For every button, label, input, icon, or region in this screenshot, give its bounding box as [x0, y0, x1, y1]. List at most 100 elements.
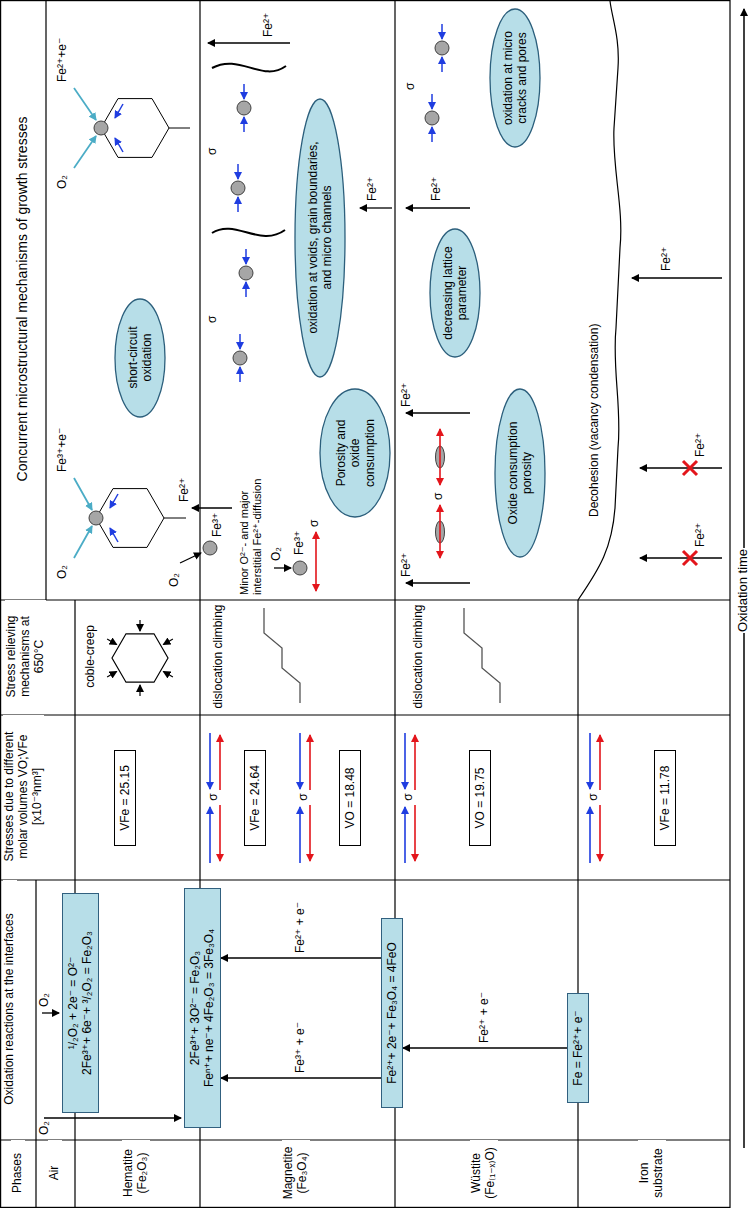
figure-label: Fe²⁺: [400, 552, 414, 578]
figure-label: Fe²⁺: [262, 12, 276, 38]
oxygen-path-arrow: [74, 88, 96, 120]
tensile-stress-arrow: [414, 805, 416, 861]
figure-label: Fe³⁺: [211, 512, 225, 538]
compressive-stress-arrow: [209, 807, 211, 863]
figure-label: dislocation climbing: [212, 602, 226, 711]
stress-arrow: [243, 117, 245, 132]
figure-label: Wüstite (Fe₍₁₋ₓ₎O): [470, 1140, 498, 1206]
ion-flux-arrow: [406, 582, 470, 583]
ellipse-text-area: oxidation at voids, grain boundaries, an…: [306, 134, 335, 341]
dislocation-climb-step: [264, 608, 500, 703]
figure-label: σ: [402, 790, 416, 804]
coble-creep-grain: [163, 639, 173, 645]
tensile-stress-arrow: [219, 735, 221, 791]
tensile-stress-arrow: [414, 735, 416, 791]
tensile-stress-arrow: [439, 505, 441, 558]
reaction-box: Fe²⁺+ 2e⁻+ Fe₃O₄ = 4FeO: [381, 918, 403, 1108]
figure-label: Fe²⁺: [178, 477, 192, 503]
ion-flux-connector: [221, 957, 381, 958]
ion-flux-arrow: [360, 207, 392, 208]
figure-label: σ: [206, 147, 220, 156]
grain-hexagon: [96, 99, 190, 548]
coble-creep-grain: [112, 634, 168, 682]
dislocation-climb-step: [464, 608, 500, 703]
ellipse-text-area: decreasing lattice parameter: [441, 245, 470, 341]
node-text: ¹/₂O₂ + 2e⁻ = O²⁻: [66, 901, 80, 1105]
stress-arrow: [237, 164, 239, 179]
oxide-particle: [237, 101, 251, 115]
compressive-stress-arrow: [210, 733, 590, 863]
table-grid: [0, 1, 730, 1208]
flux-label: Fe²⁺ + e⁻: [478, 991, 492, 1044]
ion-flux-connector: [403, 1047, 567, 1048]
node-text: Fe²⁺+ 2e⁻+ Fe₃O₄ = 4FeO: [385, 926, 399, 1100]
node-text: oxidation at micro cracks and pores: [501, 26, 530, 130]
stress-arrow: [237, 197, 239, 212]
stress-arrow: [239, 367, 241, 382]
ion-flux-arrow: [640, 467, 722, 468]
ion-flux-arrow: [274, 567, 291, 568]
ellipse-outline: [490, 9, 540, 147]
ellipse-text-area: oxidation at micro cracks and pores: [501, 26, 530, 130]
compressive-stress-arrow: [299, 807, 301, 863]
stress-arrow: [243, 84, 245, 99]
mechanism-ellipse: Porosity and oxide consumption: [319, 388, 391, 518]
oxide-particle: [425, 111, 439, 125]
stress-arrow: [431, 127, 433, 142]
stress-arrow: [110, 494, 118, 508]
ellipse-text-area: Porosity and oxide consumption: [334, 405, 377, 501]
node-text: VFe = 11.78: [658, 758, 672, 838]
figure-label: σ: [297, 790, 311, 804]
tensile-stress-arrow: [599, 735, 601, 791]
micro-channel: [212, 64, 286, 236]
ellipse-outline: [495, 389, 545, 557]
node-text: VO = 18.48: [343, 758, 357, 838]
tensile-stress-arrow: [309, 805, 311, 861]
node-text: 2Fe³⁺+ 3O²⁻ = Fe₂O₃: [188, 896, 202, 1120]
stress-arrow: [245, 282, 247, 297]
ion-flux-arrow: [192, 507, 232, 508]
ion-flux-arrow: [406, 412, 470, 413]
decohesion-line: [578, 1, 621, 600]
tensile-stress-arrow: [599, 805, 601, 861]
stress-arrow: [110, 24, 442, 542]
molar-volume-box: VO = 19.75: [469, 750, 491, 846]
stress-arrow: [441, 24, 443, 39]
oxide-particle: [435, 41, 449, 55]
dislocation-climb-step: [264, 608, 300, 703]
tensile-stress-arrow: [219, 805, 221, 861]
node-text: VFe = 25.15: [118, 758, 132, 838]
ion-flux-arrow: [406, 207, 470, 208]
compressive-stress-arrow: [299, 733, 301, 789]
stress-arrow: [239, 334, 241, 349]
figure-label: Decohesion (vacancy condensation): [588, 323, 602, 518]
oxygen-path-arrow: [74, 526, 92, 558]
blocked-flux-cross: [683, 551, 697, 565]
coble-creep-grain: [139, 685, 140, 696]
figure-label: O₂: [38, 1120, 52, 1136]
mechanism-ellipse: short-circuit oxidation: [114, 298, 166, 418]
oxide-particle: [203, 541, 217, 555]
grain-hexagon: [96, 489, 164, 548]
figure-label: Fe²⁺+e⁻: [56, 37, 70, 83]
reaction-box: 2Fe³⁺+ 3O²⁻ = Fe₂O₃Feⁿ⁺+ ne⁻+ 4Fe₂O₃ = 3…: [184, 888, 221, 1128]
mechanism-ellipse: oxidation at micro cracks and pores: [489, 8, 541, 148]
oxide-particle: [293, 561, 307, 575]
figure-label: O₂: [56, 564, 70, 580]
grain-hexagon: [101, 99, 169, 158]
figure-label: Stress relieving mechanisms at 650°C: [5, 600, 46, 713]
node-text: Porosity and oxide consumption: [334, 405, 377, 501]
ellipse-outline: [320, 389, 390, 517]
tensile-stress-arrow: [220, 735, 600, 861]
oxide-particle: [239, 266, 253, 280]
figure-label: Fe³⁺: [293, 530, 307, 556]
figure-label: Air: [48, 1140, 62, 1206]
decohesion-line: [578, 1, 621, 600]
node-text: VO = 19.75: [473, 758, 487, 838]
figure-label: σ: [432, 492, 446, 501]
stress-arrow: [115, 138, 123, 152]
compressive-stress-arrow: [589, 733, 591, 789]
micro-channel: [212, 64, 286, 72]
node-text: Feⁿ⁺+ ne⁻+ 4Fe₂O₃ = 3Fe₃O₄: [202, 896, 216, 1120]
molar-volume-box: VFe = 24.64: [244, 750, 266, 846]
